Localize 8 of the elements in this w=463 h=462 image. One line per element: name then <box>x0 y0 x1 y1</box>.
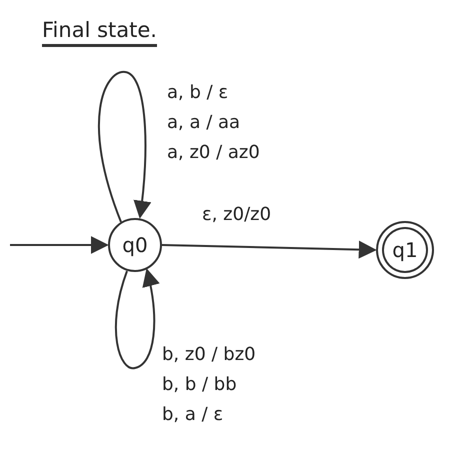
arrow <box>114 268 160 370</box>
diagram-title: Final state. <box>42 18 157 47</box>
arrow <box>162 240 377 259</box>
state-name: q1 <box>392 238 418 262</box>
state-name: q0 <box>122 233 148 257</box>
arrow <box>98 71 152 222</box>
state-circle <box>108 218 162 272</box>
arrow <box>10 236 109 254</box>
